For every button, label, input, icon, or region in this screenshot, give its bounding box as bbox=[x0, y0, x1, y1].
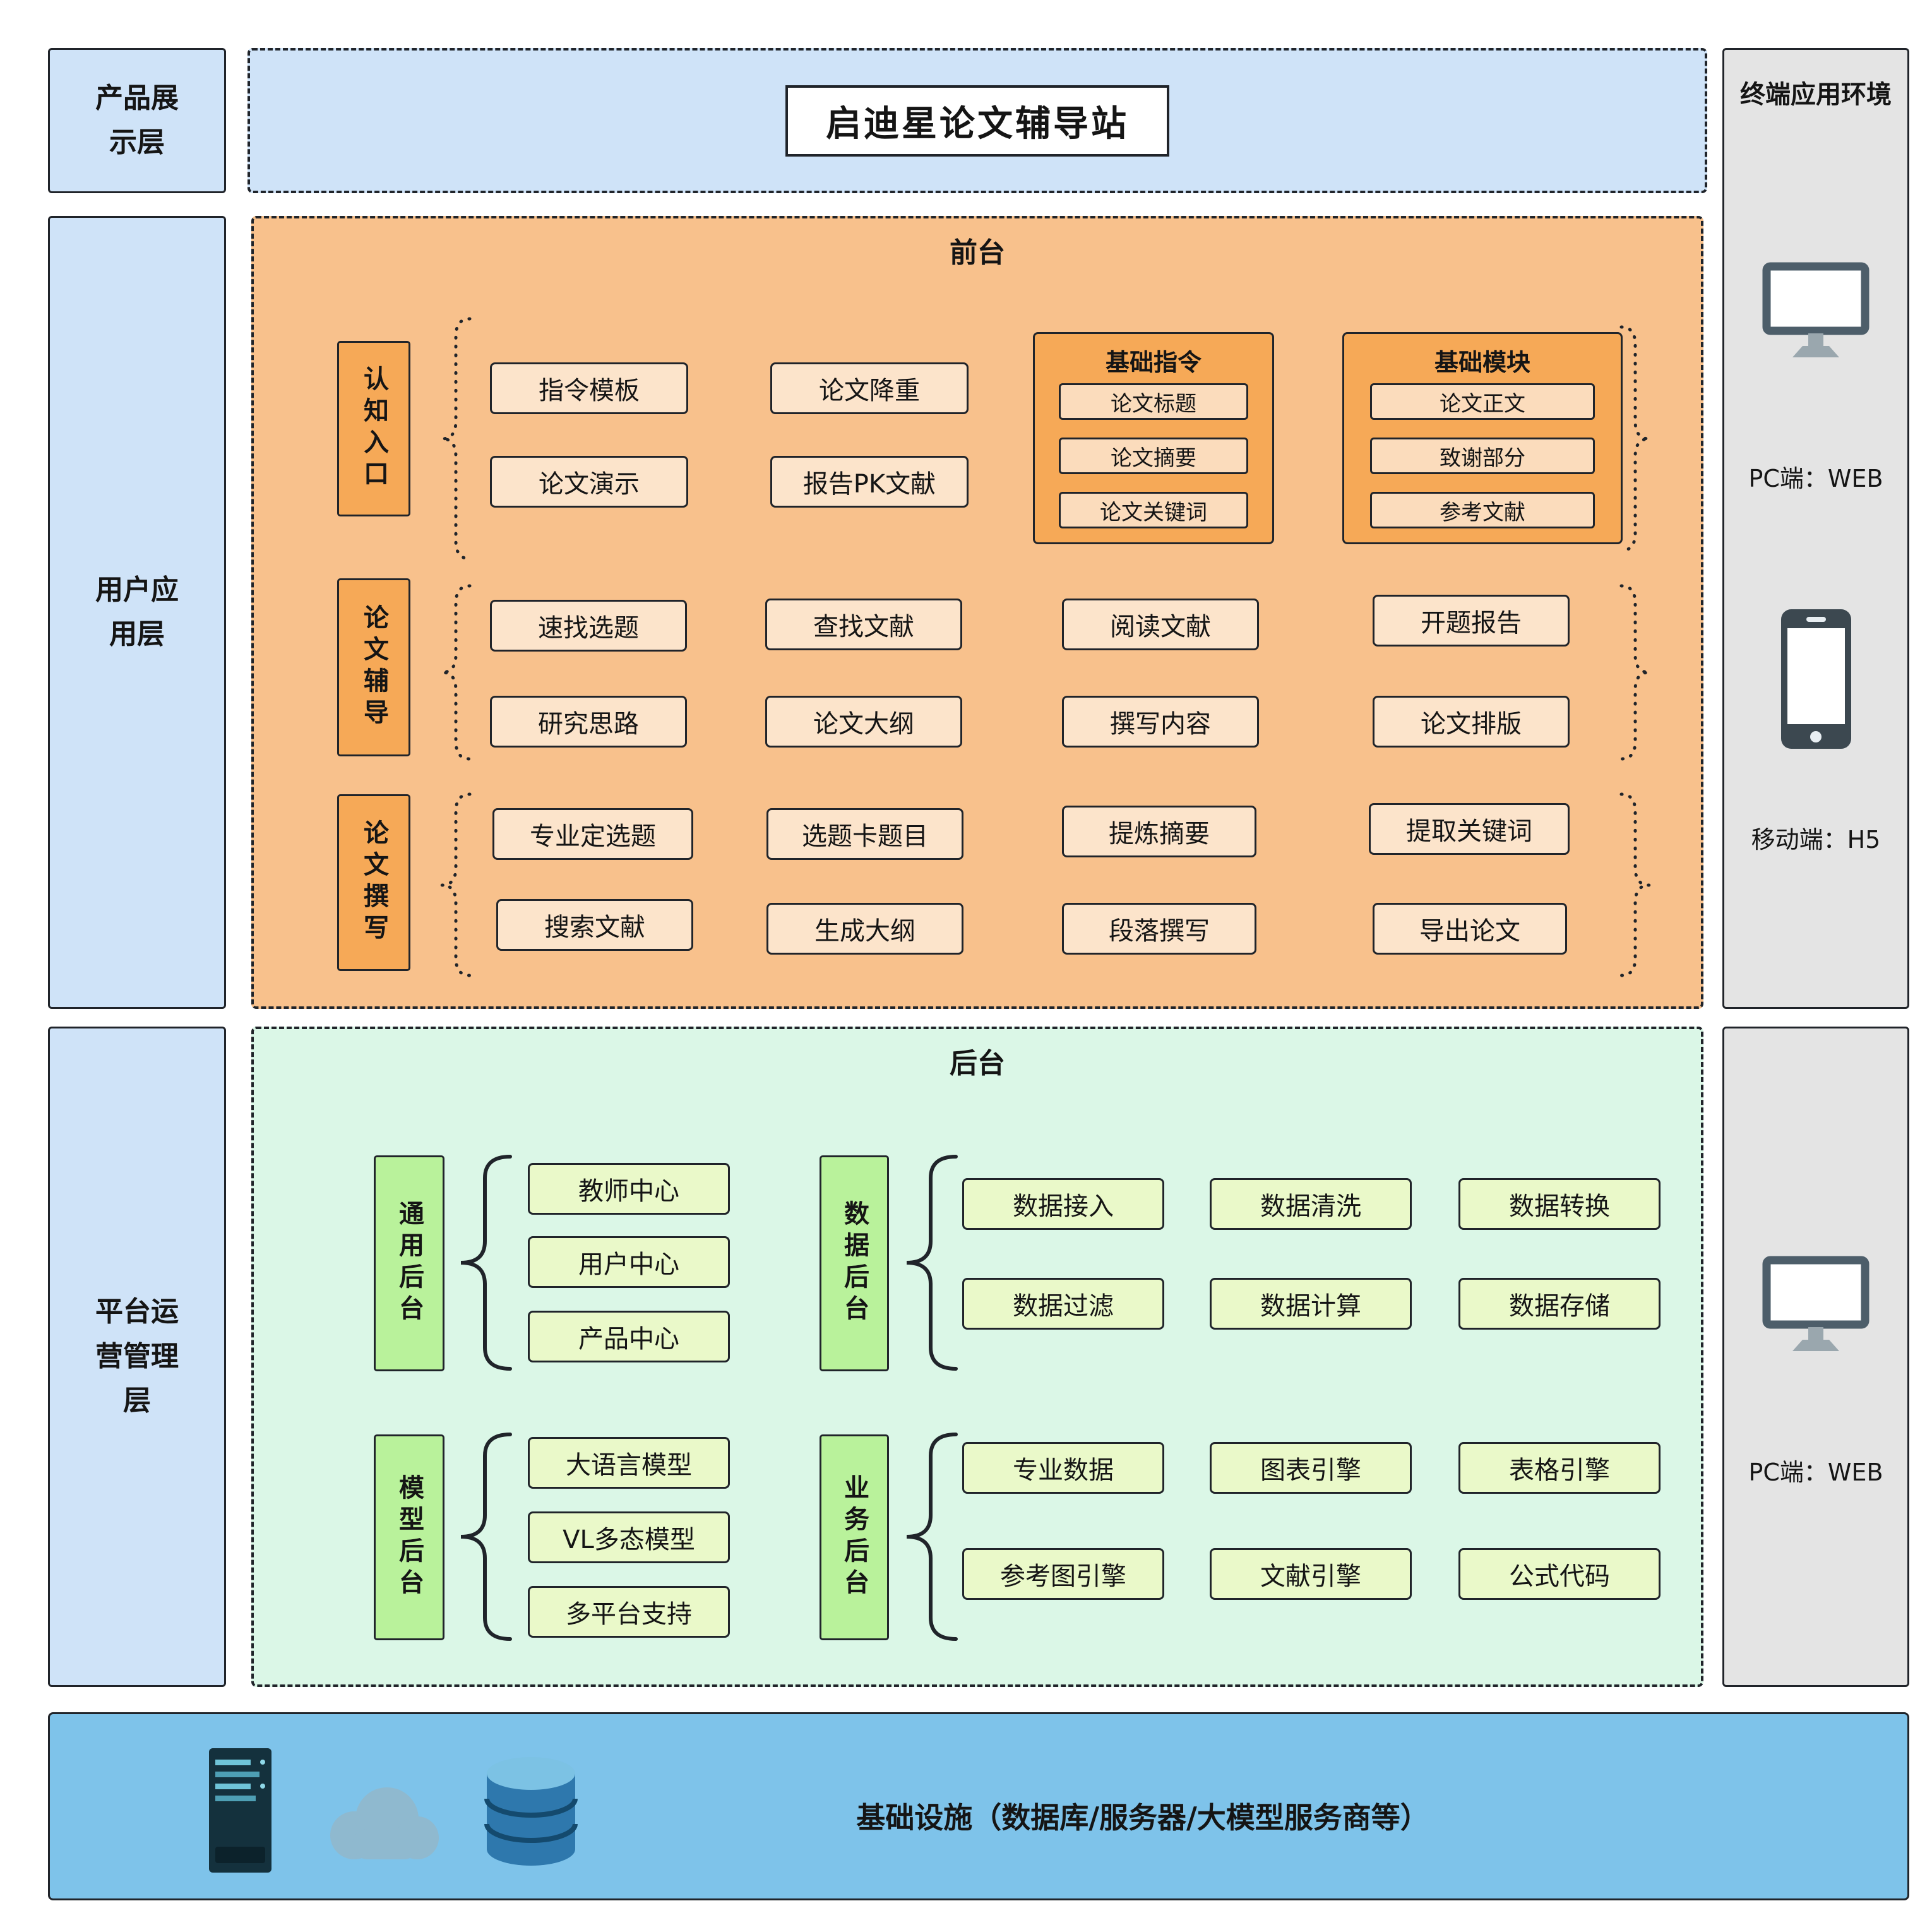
frontend-title: 前台 bbox=[950, 237, 1005, 269]
frontend-item: 提炼摘要 bbox=[1062, 806, 1256, 857]
product-display-panel: 启迪星论文辅导站 bbox=[247, 48, 1707, 193]
frontend-item: 提取关键词 bbox=[1369, 803, 1570, 855]
layer-label: 用户应用层 bbox=[95, 573, 179, 650]
frontend-item: 报告PK文献 bbox=[770, 456, 969, 508]
category-label: 数据后台 bbox=[840, 1200, 869, 1326]
backend-item: VL多态模型 bbox=[528, 1511, 730, 1563]
group-item: 论文摘要 bbox=[1059, 438, 1248, 474]
layer-label: 平台运营管理层 bbox=[95, 1296, 179, 1417]
backend-item: 表格引擎 bbox=[1458, 1442, 1661, 1494]
frontend-item: 阅读文献 bbox=[1062, 599, 1259, 650]
frontend-item: 开题报告 bbox=[1373, 595, 1570, 647]
category-paper-writing: 论文撰写 bbox=[337, 794, 410, 971]
backend-item: 用户中心 bbox=[528, 1236, 730, 1288]
mobile-h5-label: 移动端：H5 bbox=[1751, 826, 1881, 854]
backend-item: 数据接入 bbox=[962, 1178, 1164, 1230]
category-paper-tutoring: 论文辅导 bbox=[337, 578, 410, 756]
group-item: 参考文献 bbox=[1370, 492, 1595, 528]
infrastructure-bar: 基础设施（数据库/服务器/大模型服务商等） bbox=[48, 1712, 1909, 1900]
frontend-item: 查找文献 bbox=[765, 599, 962, 650]
pc-web-label: PC端：WEB bbox=[1748, 1458, 1883, 1486]
layer-product-display: 产品展示层 bbox=[48, 48, 226, 193]
layer-label: 产品展示层 bbox=[95, 81, 179, 158]
frontend-item: 速找选题 bbox=[490, 600, 687, 652]
monitor-icon bbox=[1724, 262, 1907, 363]
frontend-item: 论文排版 bbox=[1373, 696, 1570, 748]
terminal-env-panel: 终端应用环境 PC端：WEB 移动端：H5 bbox=[1722, 48, 1909, 1009]
frontend-item: 选题卡题目 bbox=[766, 808, 963, 860]
terminal-env-panel-2: PC端：WEB bbox=[1722, 1027, 1909, 1687]
layer-user-application: 用户应用层 bbox=[48, 216, 226, 1009]
category-label: 模型后台 bbox=[395, 1474, 424, 1600]
category-data-backend: 数据后台 bbox=[820, 1155, 889, 1371]
frontend-item: 撰写内容 bbox=[1062, 696, 1259, 748]
category-label: 业务后台 bbox=[840, 1474, 869, 1600]
backend-item: 大语言模型 bbox=[528, 1437, 730, 1489]
backend-item: 产品中心 bbox=[528, 1311, 730, 1362]
backend-item: 多平台支持 bbox=[528, 1586, 730, 1638]
backend-item: 数据过滤 bbox=[962, 1278, 1164, 1330]
category-general-backend: 通用后台 bbox=[374, 1155, 444, 1371]
terminal-env-title: 终端应用环境 bbox=[1740, 80, 1892, 109]
group-item: 论文关键词 bbox=[1059, 492, 1248, 528]
server-icon bbox=[204, 1746, 277, 1878]
category-label: 论文辅导 bbox=[359, 604, 388, 730]
smartphone-icon bbox=[1724, 608, 1907, 750]
group-title: 基础模块 bbox=[1434, 348, 1530, 376]
frontend-item: 专业定选题 bbox=[492, 808, 693, 860]
backend-item: 数据转换 bbox=[1458, 1178, 1661, 1230]
backend-item: 数据存储 bbox=[1458, 1278, 1661, 1330]
backend-item: 文献引擎 bbox=[1210, 1548, 1412, 1600]
frontend-item: 论文降重 bbox=[770, 362, 969, 414]
group-basic-instructions: 基础指令 论文标题 论文摘要 论文关键词 bbox=[1033, 332, 1274, 544]
frontend-item: 导出论文 bbox=[1373, 903, 1567, 955]
backend-item: 公式代码 bbox=[1458, 1548, 1661, 1600]
backend-item: 教师中心 bbox=[528, 1163, 730, 1215]
monitor-icon bbox=[1724, 1256, 1907, 1357]
backend-item: 数据计算 bbox=[1210, 1278, 1412, 1330]
category-business-backend: 业务后台 bbox=[820, 1434, 889, 1640]
cloud-icon bbox=[318, 1780, 450, 1871]
infrastructure-label: 基础设施（数据库/服务器/大模型服务商等） bbox=[856, 1801, 1429, 1835]
pc-web-label: PC端：WEB bbox=[1748, 465, 1883, 492]
page-title: 启迪星论文辅导站 bbox=[785, 85, 1169, 157]
category-cognitive-entry: 认知入口 bbox=[337, 341, 410, 516]
backend-title: 后台 bbox=[950, 1047, 1005, 1080]
backend-item: 参考图引擎 bbox=[962, 1548, 1164, 1600]
frontend-item: 论文演示 bbox=[490, 456, 688, 508]
group-basic-modules: 基础模块 论文正文 致谢部分 参考文献 bbox=[1342, 332, 1623, 544]
frontend-item: 指令模板 bbox=[490, 362, 688, 414]
category-label: 认知入口 bbox=[359, 366, 388, 492]
database-icon bbox=[479, 1753, 583, 1873]
group-item: 论文标题 bbox=[1059, 383, 1248, 420]
layer-platform-operation: 平台运营管理层 bbox=[48, 1027, 226, 1687]
backend-item: 数据清洗 bbox=[1210, 1178, 1412, 1230]
category-model-backend: 模型后台 bbox=[374, 1434, 444, 1640]
frontend-item: 论文大纲 bbox=[765, 696, 962, 748]
frontend-item: 生成大纲 bbox=[766, 903, 963, 955]
group-item: 致谢部分 bbox=[1370, 438, 1595, 474]
frontend-item: 搜索文献 bbox=[496, 899, 693, 951]
group-item: 论文正文 bbox=[1370, 383, 1595, 420]
category-label: 论文撰写 bbox=[359, 819, 388, 946]
frontend-item: 段落撰写 bbox=[1062, 903, 1256, 955]
group-title: 基础指令 bbox=[1105, 348, 1202, 376]
category-label: 通用后台 bbox=[395, 1200, 424, 1326]
backend-item: 图表引擎 bbox=[1210, 1442, 1412, 1494]
frontend-item: 研究思路 bbox=[490, 696, 687, 748]
backend-item: 专业数据 bbox=[962, 1442, 1164, 1494]
